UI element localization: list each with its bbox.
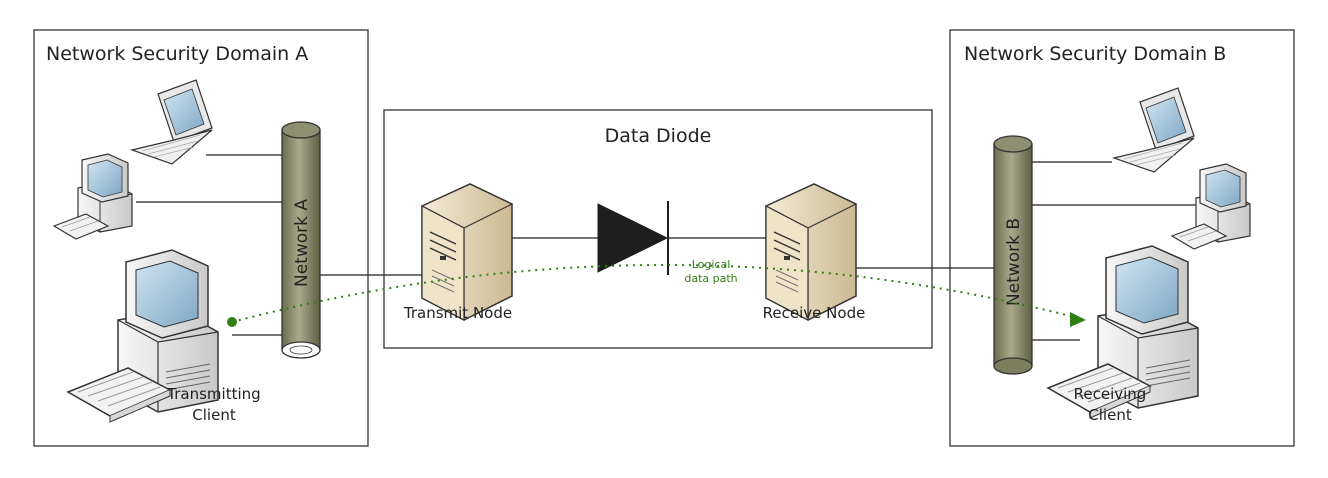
network-b-label: Network B <box>1004 218 1024 306</box>
receiving-client-label-line2: Client <box>1088 406 1132 424</box>
laptop-icon <box>131 79 213 165</box>
receive-node-server-icon <box>765 183 857 321</box>
desktop-computer-icon <box>1171 163 1251 250</box>
transmit-node-label: Transmit Node <box>403 304 512 322</box>
domain-a-title: Network Security Domain A <box>46 43 308 65</box>
network-a-pipe-icon <box>281 121 321 359</box>
transmit-node-server-icon <box>421 183 513 321</box>
path-arrowhead-icon <box>1070 312 1086 327</box>
domain-b-box <box>949 29 1295 447</box>
logical-path-label-line2: data path <box>684 272 737 285</box>
receiving-client-label-line1: Receiving <box>1074 385 1147 403</box>
path-start-dot <box>227 317 237 327</box>
network-a-label: Network A <box>292 199 312 287</box>
data-diode-box <box>383 109 933 349</box>
logical-path-label-line1: Logical <box>692 258 731 271</box>
network-b-links <box>510 161 1198 341</box>
diode-symbol-icon <box>597 201 669 275</box>
network-b-pipe-icon <box>993 135 1033 375</box>
receive-node-label: Receive Node <box>763 304 866 322</box>
laptop-icon <box>1113 87 1195 173</box>
data-diode-title: Data Diode <box>605 125 712 147</box>
network-a-links <box>136 154 430 336</box>
desktop-computer-icon <box>53 153 133 240</box>
domain-b-title: Network Security Domain B <box>964 43 1226 65</box>
transmitting-client-label-line1: Transmitting <box>166 385 260 403</box>
logical-data-path <box>231 264 1079 323</box>
domain-a-box <box>33 29 369 447</box>
transmitting-client-label-line2: Client <box>192 406 236 424</box>
